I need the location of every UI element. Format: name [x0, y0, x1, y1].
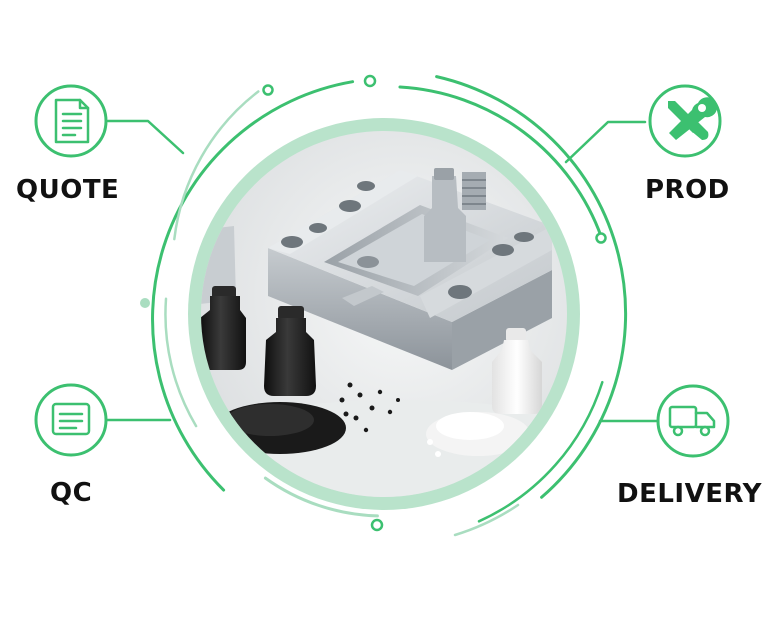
arc-dot	[262, 84, 274, 96]
step-label-qc: QC	[50, 478, 93, 508]
arc-right-inner	[398, 85, 604, 240]
connector-lines	[104, 119, 660, 423]
arc-bottom-right	[453, 503, 520, 537]
black-plastic-parts	[201, 286, 316, 396]
tools-icon	[668, 97, 718, 140]
step-delivery-icon-badge	[656, 384, 730, 458]
checklist-icon	[51, 402, 91, 436]
arc-dots	[140, 74, 607, 532]
white-plastic-parts	[426, 328, 542, 457]
arc-dot	[140, 298, 150, 308]
injection-mold	[268, 168, 552, 370]
arc-bottom-left	[263, 476, 379, 518]
center-photo	[188, 118, 580, 510]
step-qc-icon-badge	[34, 383, 108, 457]
decorative-arcs	[151, 75, 628, 537]
arc-left-mid	[164, 297, 198, 428]
arc-dot	[595, 232, 607, 244]
arc-outer-left	[151, 80, 355, 492]
step-prod-icon-badge	[648, 84, 722, 158]
arc-right-lower	[477, 380, 604, 523]
document-icon	[54, 98, 90, 144]
step-quote-icon-badge	[34, 84, 108, 158]
truck-icon	[668, 405, 716, 437]
step-label-delivery: DELIVERY	[617, 479, 762, 509]
arc-left-top	[173, 90, 260, 241]
arc-dot	[370, 518, 384, 532]
arc-outer-right	[435, 75, 628, 499]
step-label-quote: QUOTE	[16, 175, 120, 205]
arc-dot	[363, 74, 377, 88]
connector-quote	[106, 119, 185, 155]
connector-prod	[564, 120, 647, 164]
step-label-prod: PROD	[645, 175, 730, 205]
